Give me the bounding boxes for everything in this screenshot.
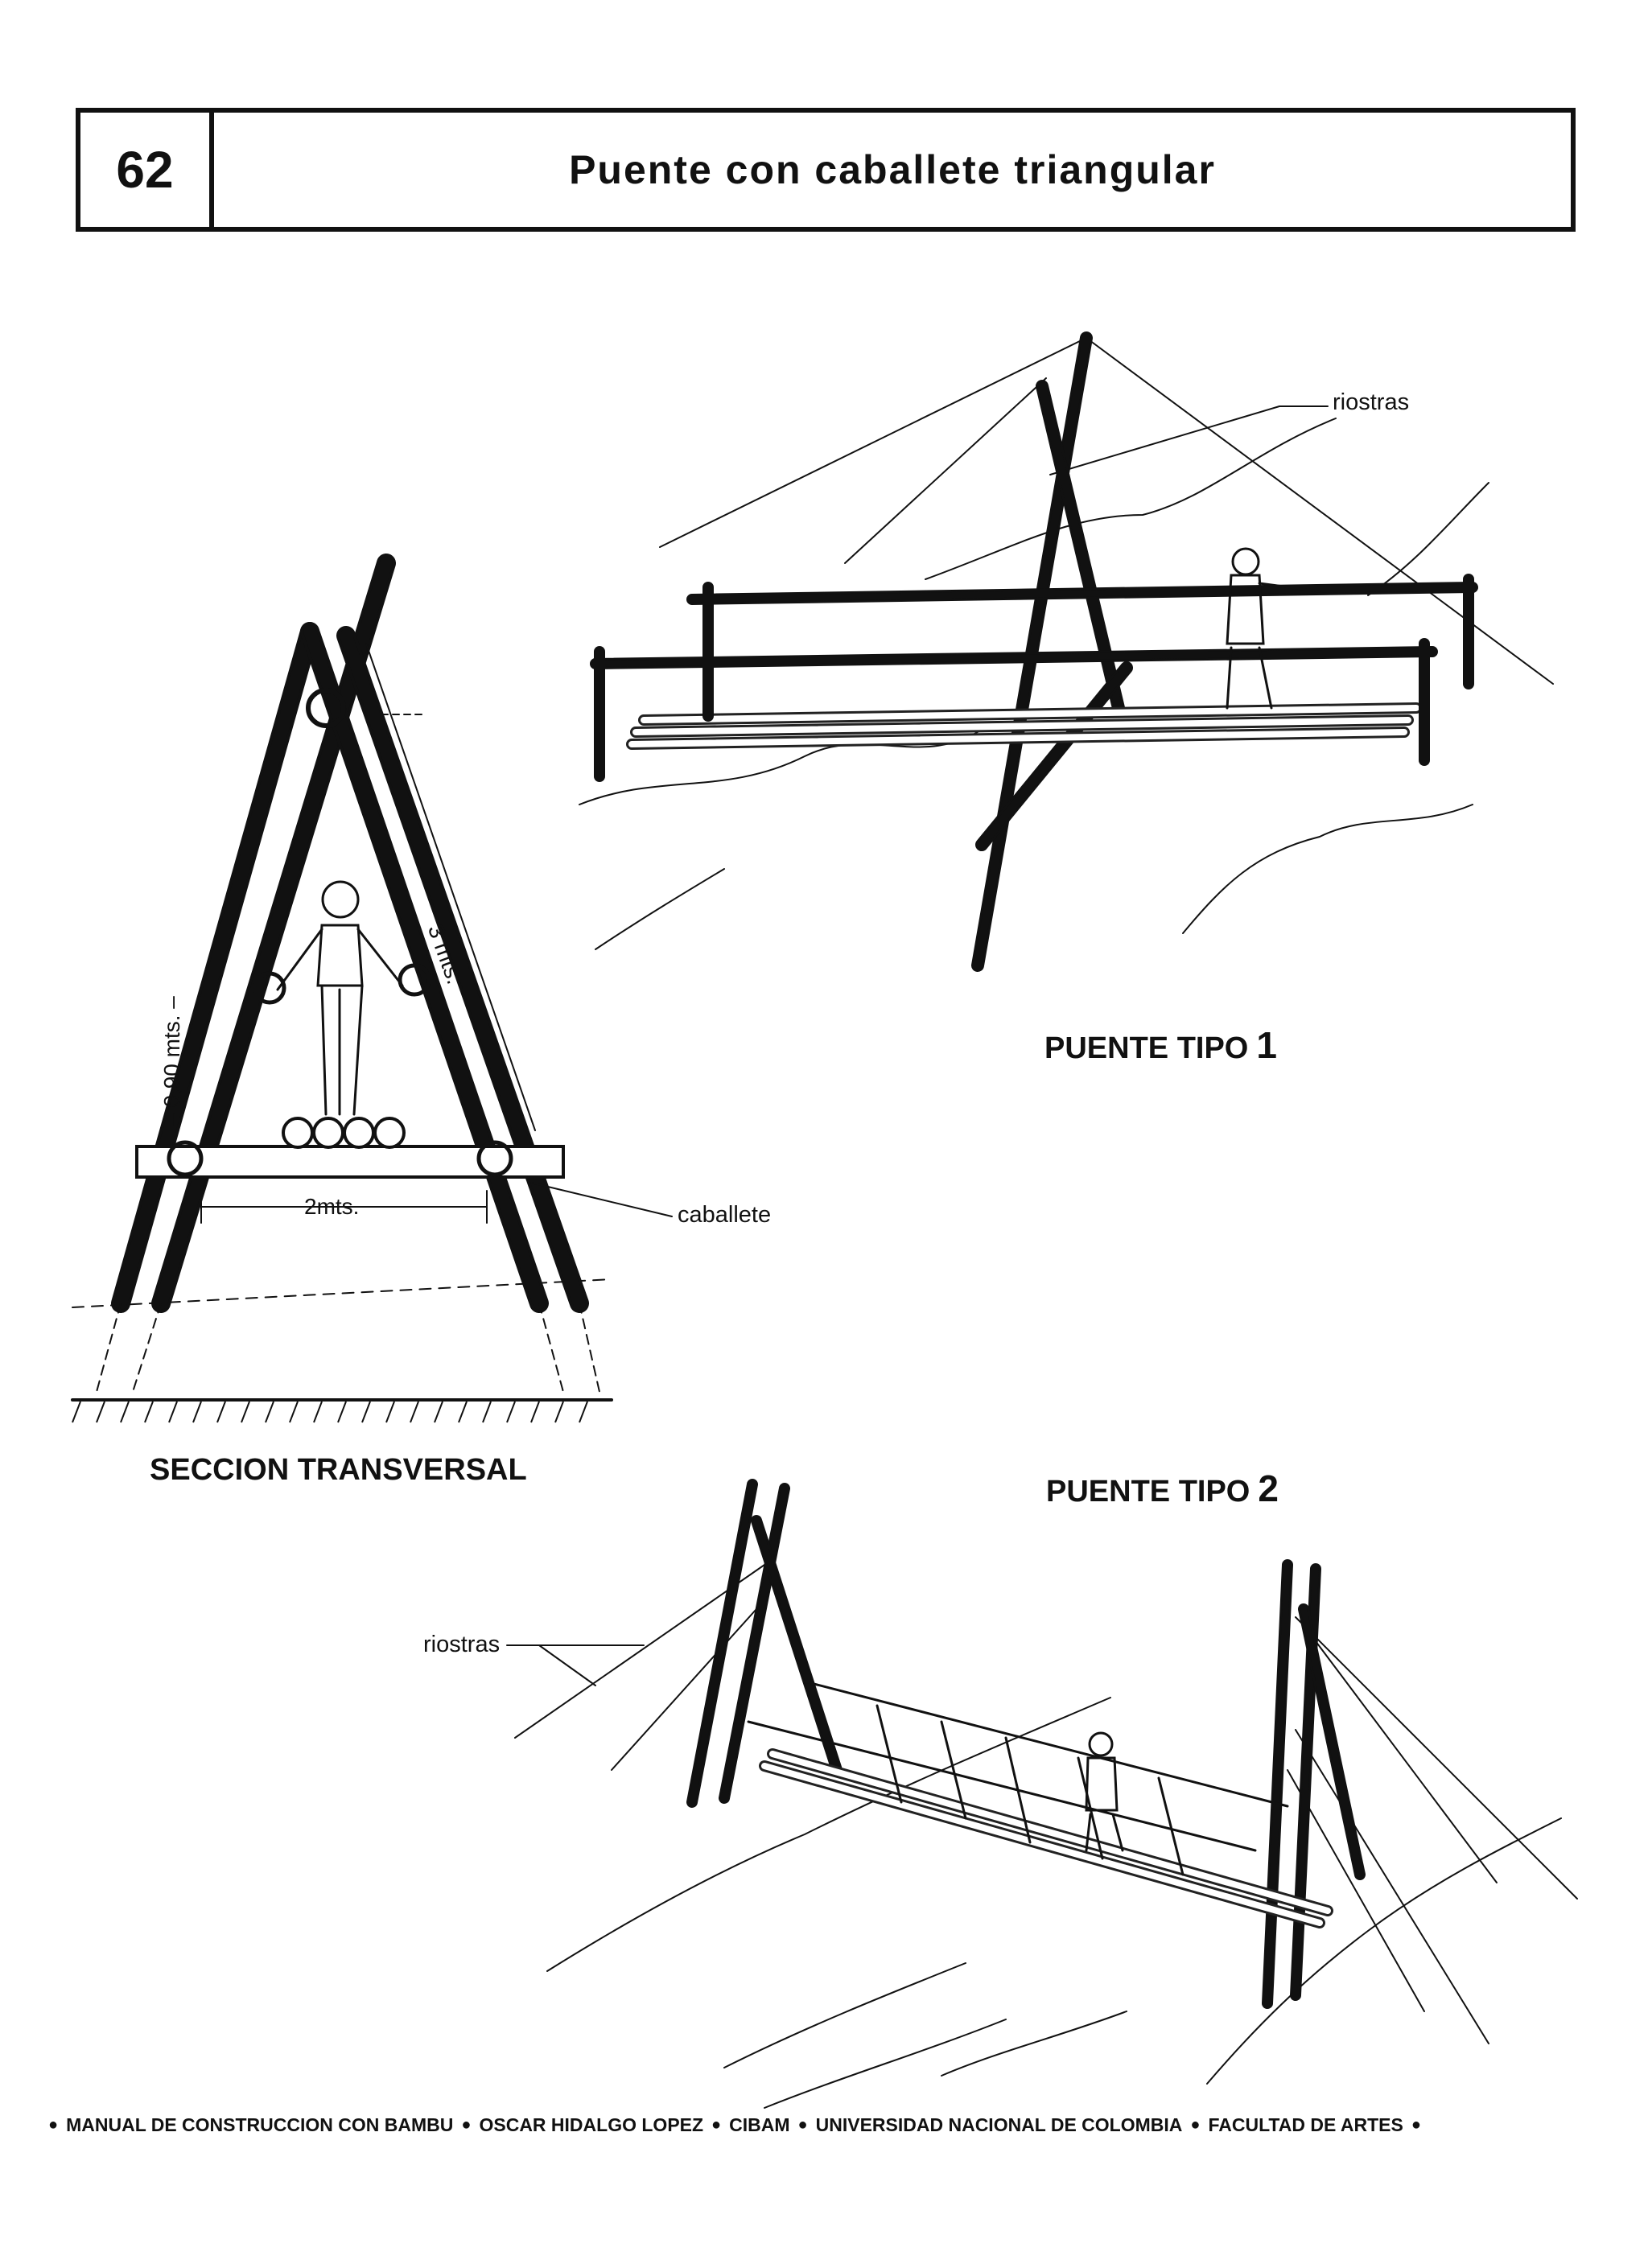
page-header: 62 Puente con caballete triangular xyxy=(76,108,1576,232)
tipo2-riostras-label: riostras xyxy=(423,1632,501,1657)
page-footer: ● MANUAL DE CONSTRUCCION CON BAMBU ● OSC… xyxy=(48,2114,1577,2136)
tipo2-caption-number: 2 xyxy=(1258,1467,1279,1509)
tipo1-caption-number: 1 xyxy=(1256,1024,1277,1066)
page-number: 62 xyxy=(80,113,214,227)
footer-item: CIBAM xyxy=(729,2114,790,2135)
footer-item: FACULTAD DE ARTES xyxy=(1208,2114,1403,2135)
footer-item: MANUAL DE CONSTRUCCION CON BAMBU xyxy=(66,2114,454,2135)
bullet-icon: ● xyxy=(797,2116,808,2134)
tipo2-caption-text: PUENTE TIPO xyxy=(1046,1475,1250,1509)
height-dimension: – 0,90 mts. – xyxy=(159,996,184,1126)
footer-item: UNIVERSIDAD NACIONAL DE COLOMBIA xyxy=(815,2114,1183,2135)
width-dimension: 2mts. xyxy=(304,1194,360,1219)
tipo1-riostras-label: riostras xyxy=(1333,389,1410,415)
bullet-icon: ● xyxy=(461,2116,472,2134)
page-title: Puente con caballete triangular xyxy=(569,147,1216,192)
section-caption: SECCION TRANSVERSAL xyxy=(150,1453,527,1487)
caballete-label: caballete xyxy=(678,1202,772,1228)
tipo1-caption-text: PUENTE TIPO xyxy=(1044,1031,1249,1065)
bullet-icon: ● xyxy=(1190,2116,1201,2134)
tipo1-drawing xyxy=(579,331,1554,972)
bullet-icon: ● xyxy=(1411,2116,1421,2134)
bullet-icon: ● xyxy=(48,2116,59,2134)
bullet-icon: ● xyxy=(711,2116,722,2134)
footer-item: OSCAR HIDALGO LOPEZ xyxy=(479,2114,704,2135)
tipo2-drawing xyxy=(506,1479,1578,2109)
section-drawing xyxy=(71,554,673,1423)
